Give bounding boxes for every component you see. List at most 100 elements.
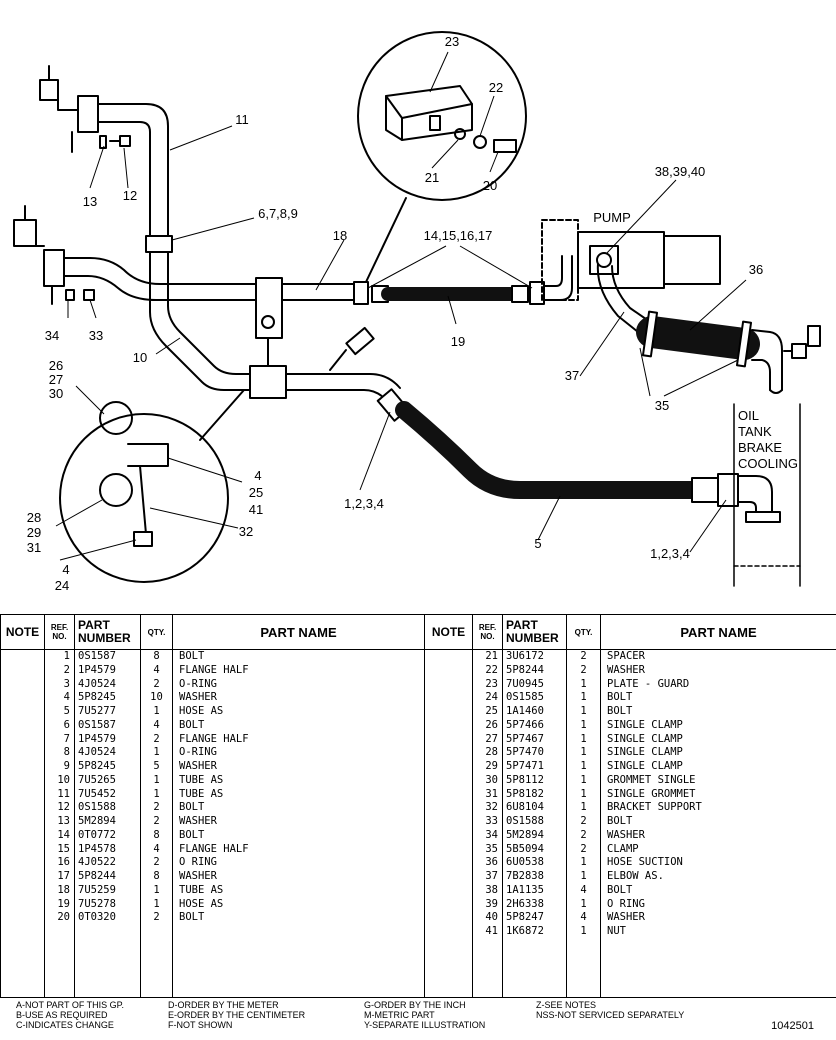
tube-10 — [149, 245, 251, 391]
qty-cell: 2 — [140, 911, 173, 925]
part-name-cell: BOLT — [600, 705, 836, 719]
label-18: 18 — [333, 228, 347, 243]
note-cell — [424, 801, 473, 815]
label-29: 29 — [27, 525, 41, 540]
qty-cell: 1 — [140, 773, 173, 788]
empty-cell — [0, 925, 45, 998]
qty-cell: 4 — [140, 718, 173, 733]
label-10: 10 — [133, 350, 147, 365]
label-27: 27 — [49, 372, 63, 387]
part-name-cell: WASHER — [172, 815, 425, 829]
ref-no-cell: 33 — [472, 815, 503, 829]
sensor-fitting — [329, 326, 375, 371]
empty-cell — [74, 925, 141, 998]
header-ref-no: REF.NO. — [472, 614, 503, 650]
empty-cell — [424, 938, 473, 998]
qty-cell: 1 — [566, 705, 601, 719]
note-cell — [0, 663, 45, 678]
form-number: 1042501 — [771, 1020, 814, 1032]
qty-cell: 2 — [140, 815, 173, 829]
note-cell — [424, 760, 473, 774]
note-cell — [424, 705, 473, 719]
label-4-a: 4 — [254, 468, 261, 483]
label-pump: PUMP — [593, 210, 631, 225]
part-name-cell: HOSE AS — [172, 897, 425, 912]
note-cell — [424, 718, 473, 733]
empty-cell — [502, 938, 567, 998]
qty-cell: 10 — [140, 691, 173, 705]
part-name-cell: O RING — [172, 856, 425, 870]
ref-no-cell: 36 — [472, 856, 503, 870]
qty-cell: 1 — [566, 856, 601, 870]
label-5: 5 — [534, 536, 541, 551]
ref-no-cell: 35 — [472, 842, 503, 857]
part-name-cell: BOLT — [172, 828, 425, 843]
hose-36 — [636, 310, 821, 394]
upper-left-flange — [39, 65, 99, 153]
label-20: 20 — [483, 178, 497, 193]
clamp-detail — [59, 389, 245, 583]
part-number-cell: 5P8244 — [74, 870, 141, 884]
qty-cell: 1 — [566, 801, 601, 815]
ref-no-cell: 40 — [472, 911, 503, 925]
note-cell — [0, 801, 45, 815]
qty-cell: 1 — [140, 787, 173, 802]
ref-no-cell: 12 — [44, 801, 75, 815]
part-number-cell: 6U0538 — [502, 856, 567, 870]
part-number-cell: 1P4579 — [74, 663, 141, 678]
part-number-cell: 5P8112 — [502, 773, 567, 788]
part-name-cell: BOLT — [172, 649, 425, 664]
part-number-cell: 5M2894 — [502, 828, 567, 843]
ref-no-cell: 29 — [472, 760, 503, 774]
part-name-cell: SINGLE CLAMP — [600, 746, 836, 760]
qty-cell: 2 — [140, 856, 173, 870]
ref-no-cell: 14 — [44, 828, 75, 843]
note-cell — [424, 925, 473, 939]
part-name-cell: BOLT — [600, 883, 836, 898]
part-number-cell: 1A1135 — [502, 883, 567, 898]
elbow-37 — [596, 263, 657, 341]
qty-cell: 2 — [566, 842, 601, 857]
label-19: 19 — [451, 334, 465, 349]
ref-no-cell: 34 — [472, 828, 503, 843]
part-number-cell: 1P4579 — [74, 732, 141, 747]
ref-no-cell: 2 — [44, 663, 75, 678]
ref-no-cell: 13 — [44, 815, 75, 829]
ref-no-cell: 18 — [44, 883, 75, 898]
part-number-cell: 1P4578 — [74, 842, 141, 857]
part-number-cell: 6U8104 — [502, 801, 567, 815]
legend-y: Y-SEPARATE ILLUSTRATION — [364, 1020, 486, 1030]
note-cell — [424, 773, 473, 788]
label-23: 23 — [445, 34, 459, 49]
note-cell — [0, 911, 45, 925]
hydraulic-line-diagram: 1,2,3,4 1,2,3,4 4 4 5 6,7,8,9 10 11 12 1… — [13, 31, 821, 593]
part-name-cell: WASHER — [172, 691, 425, 705]
ref-no-cell: 41 — [472, 925, 503, 939]
qty-cell: 1 — [140, 705, 173, 719]
note-cell — [424, 815, 473, 829]
ref-no-cell: 5 — [44, 705, 75, 719]
pump — [541, 219, 721, 301]
header-qty: QTY. — [140, 614, 173, 650]
ref-no-cell: 30 — [472, 773, 503, 788]
note-cell — [424, 897, 473, 912]
part-name-cell: GROMMET SINGLE — [600, 773, 836, 788]
part-number-cell: 5B5094 — [502, 842, 567, 857]
ref-no-cell: 21 — [472, 649, 503, 664]
label-12: 12 — [123, 188, 137, 203]
empty-cell — [140, 925, 173, 998]
note-cell — [0, 856, 45, 870]
